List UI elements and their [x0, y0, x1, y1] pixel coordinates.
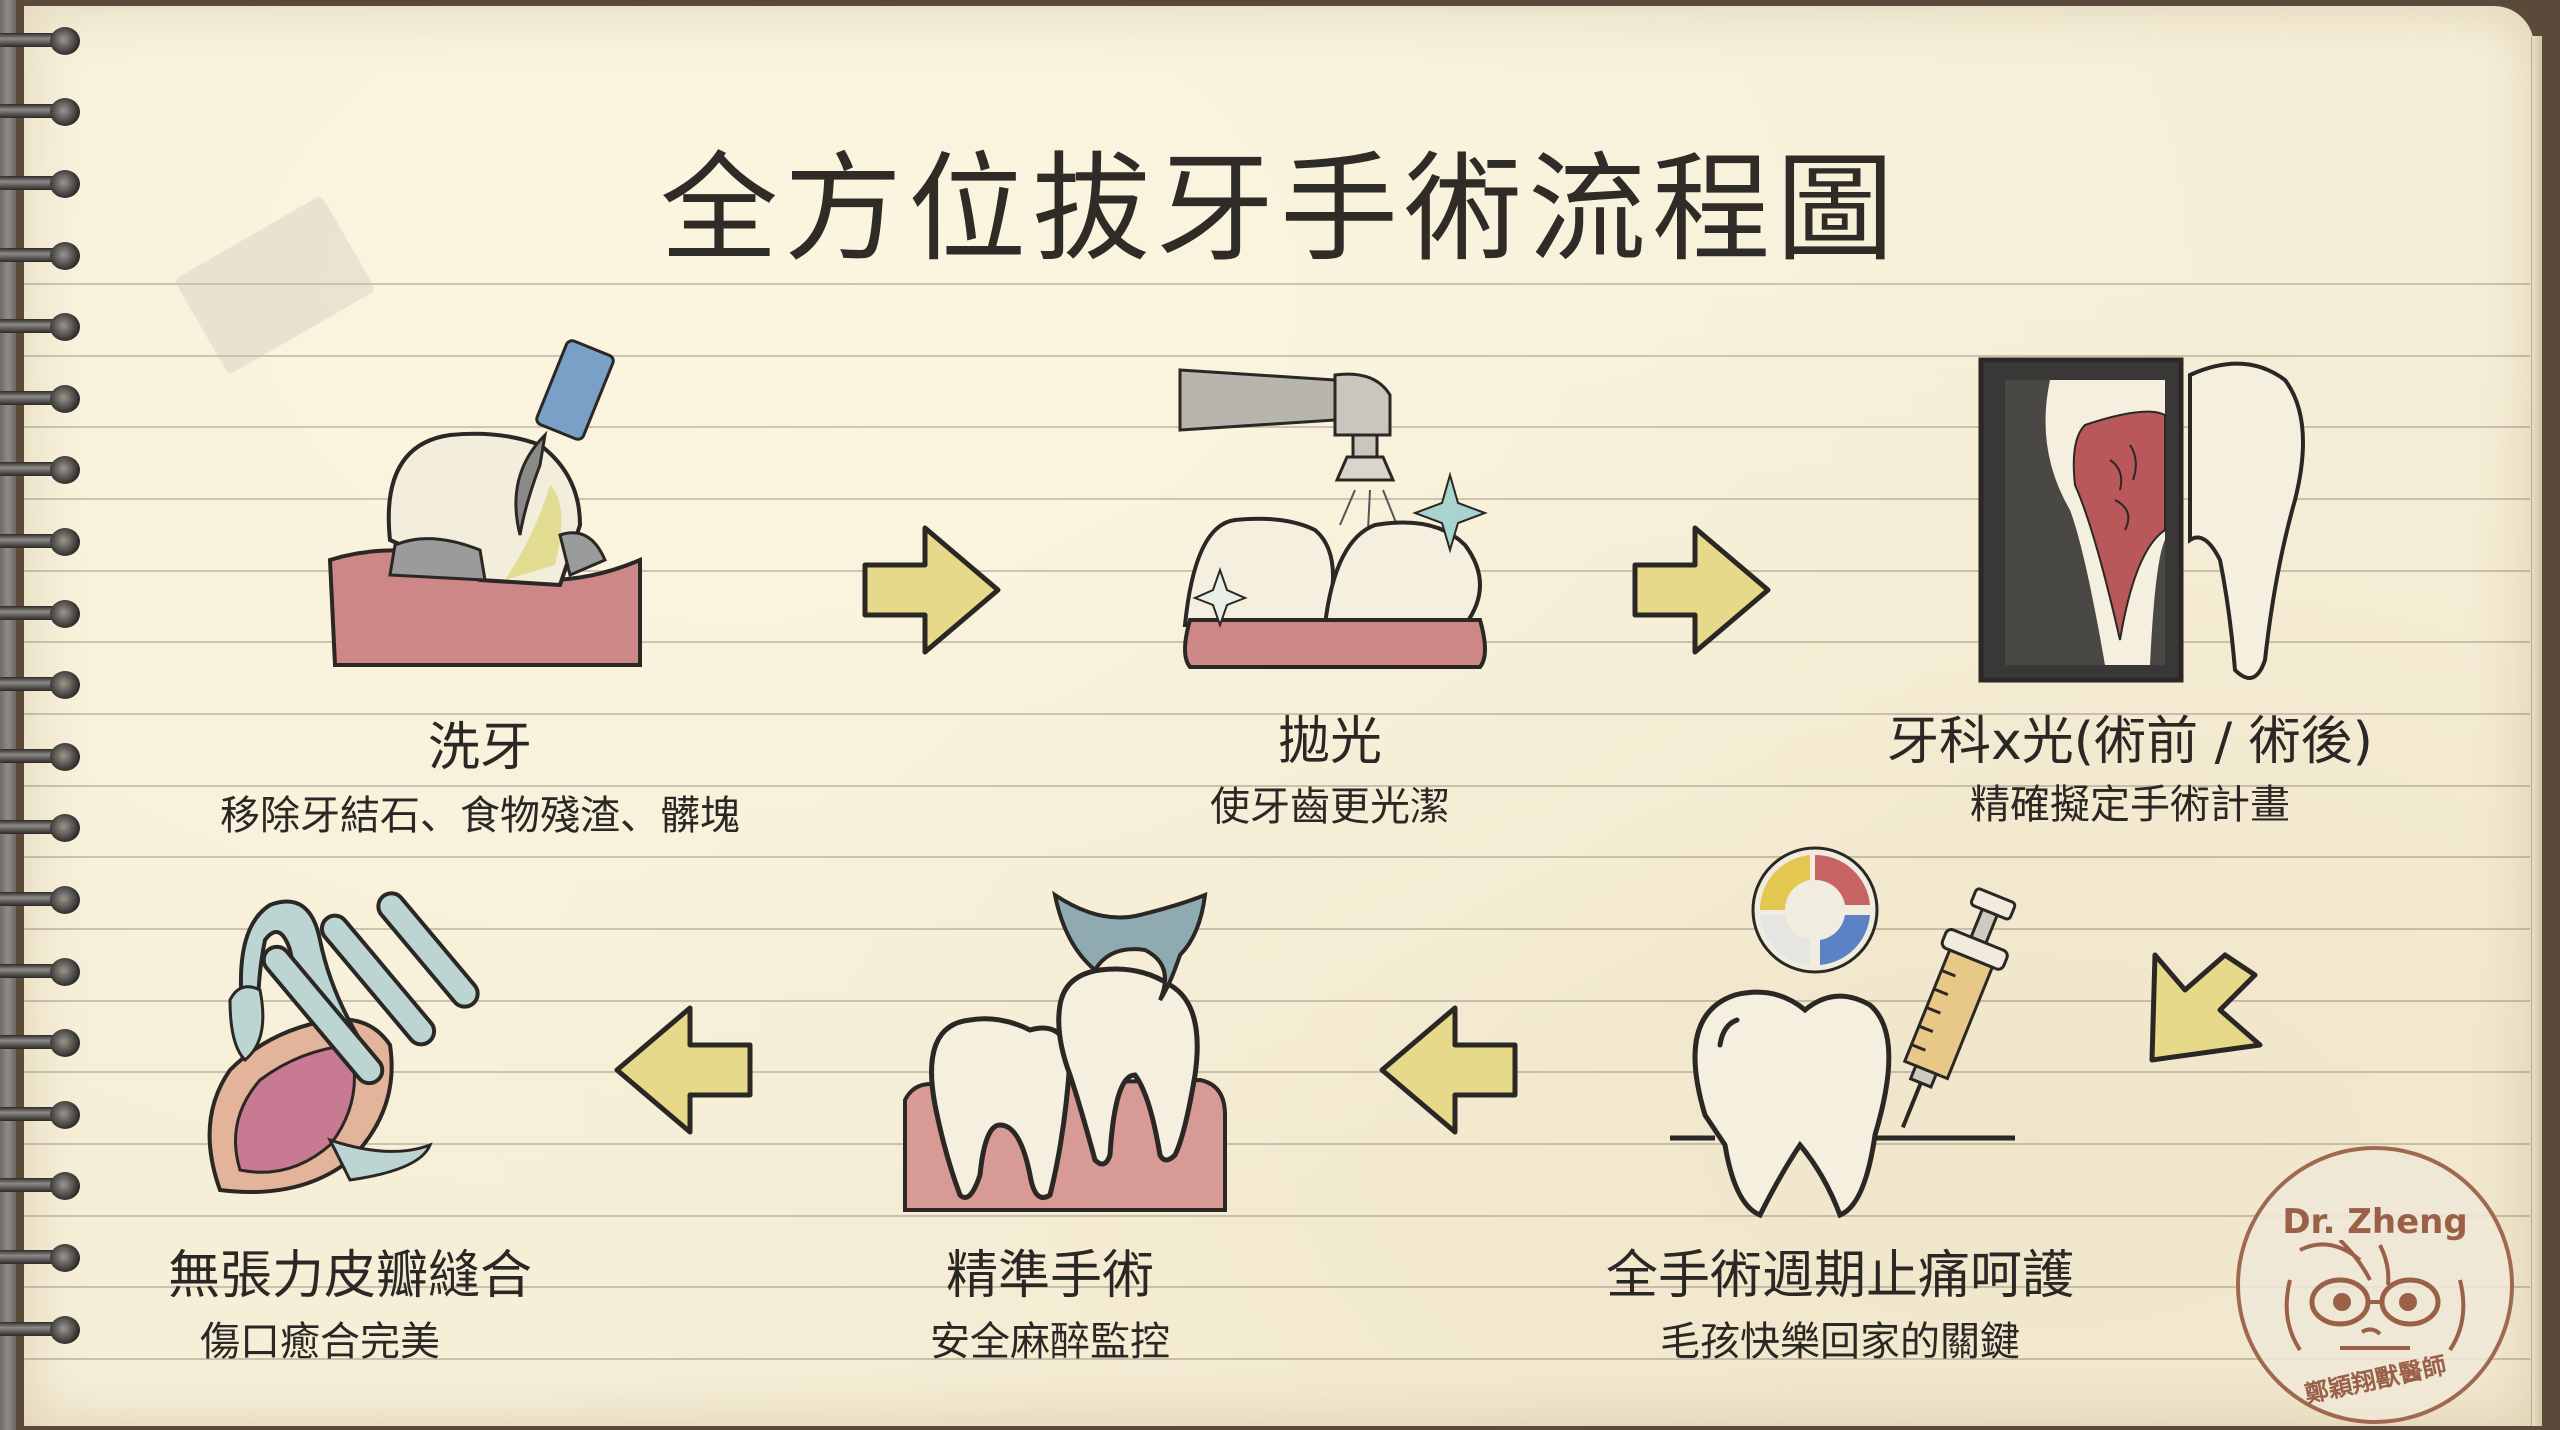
step-5-title: 精準手術 — [945, 1246, 1154, 1306]
step-6-title: 無張力皮瓣縫合 — [167, 1246, 532, 1306]
spiral-ring — [0, 242, 82, 270]
notebook-page — [24, 6, 2542, 1426]
page-edge — [2531, 36, 2542, 1426]
ruled-line — [24, 426, 2530, 428]
ruled-line — [24, 283, 2530, 285]
spiral-ring — [0, 313, 82, 341]
spiral-ring — [0, 1101, 82, 1129]
spiral-ring — [0, 743, 82, 771]
notebook-spine — [0, 0, 16, 1430]
spiral-ring — [0, 886, 82, 914]
arrow-right-icon — [1632, 525, 1771, 655]
suture-flap-icon — [207, 891, 480, 1194]
spiral-ring — [0, 456, 82, 484]
spiral-ring — [0, 671, 82, 699]
ruled-line — [24, 1286, 2530, 1288]
spiral-ring — [0, 98, 82, 126]
ruled-line — [24, 1358, 2530, 1360]
spiral-ring — [0, 600, 82, 628]
arrow-left-icon — [614, 1005, 753, 1135]
step-3-subtitle: 精確擬定手術計畫 — [1970, 782, 2290, 828]
ruled-line — [24, 1000, 2530, 1002]
ruled-line — [24, 498, 2530, 500]
step-1-subtitle: 移除牙結石、食物殘渣、髒塊 — [220, 793, 740, 839]
ruled-line — [24, 1143, 2530, 1145]
step-3-title: 牙科x光(術前 / 術後) — [1887, 712, 2373, 772]
step-1-title: 洗牙 — [427, 718, 532, 778]
step-4-title: 全手術週期止痛呵護 — [1605, 1246, 2074, 1306]
stamp-english-name: Dr. Zheng — [2282, 1202, 2468, 1242]
arrow-right-icon — [862, 525, 1001, 655]
arrow-left-icon — [1379, 1005, 1518, 1135]
ruled-line — [24, 1071, 2530, 1073]
ruled-line — [24, 785, 2530, 787]
spiral-ring — [0, 1029, 82, 1057]
step-4-subtitle: 毛孩快樂回家的關鍵 — [1660, 1319, 2020, 1365]
ruled-line — [24, 928, 2530, 930]
spiral-ring — [0, 814, 82, 842]
page-title: 全方位拔牙手術流程圖 — [659, 140, 1900, 278]
tooth-syringe-cycle-icon — [1670, 846, 2017, 1219]
spiral-ring — [0, 958, 82, 986]
step-6-subtitle: 傷口癒合完美 — [200, 1319, 440, 1365]
ruled-line — [24, 355, 2530, 357]
dental-xray-tooth-icon — [1978, 357, 2305, 683]
step-2-subtitle: 使牙齒更光潔 — [1210, 784, 1450, 830]
spiral-ring — [0, 528, 82, 556]
polishing-handpiece-teeth-icon — [1178, 368, 1488, 669]
doctor-stamp-logo: Dr. Zheng 鄭穎翔獸醫師 — [2236, 1146, 2514, 1424]
spiral-ring — [0, 1172, 82, 1200]
ruled-line — [24, 1215, 2530, 1217]
doctor-face-icon — [2284, 1240, 2466, 1352]
arrow-down-left-icon — [2149, 952, 2263, 1063]
spiral-ring — [0, 385, 82, 413]
step-5-subtitle: 安全麻醉監控 — [930, 1319, 1170, 1365]
spiral-ring — [0, 27, 82, 55]
ruled-line — [24, 713, 2530, 715]
ruled-line — [24, 856, 2530, 858]
spiral-ring — [0, 1316, 82, 1344]
tooth-extraction-icon — [903, 890, 1227, 1212]
spiral-ring — [0, 1244, 82, 1272]
spiral-ring — [0, 170, 82, 198]
step-2-title: 拋光 — [1277, 712, 1382, 772]
dental-scaler-tooth-icon — [327, 339, 642, 667]
